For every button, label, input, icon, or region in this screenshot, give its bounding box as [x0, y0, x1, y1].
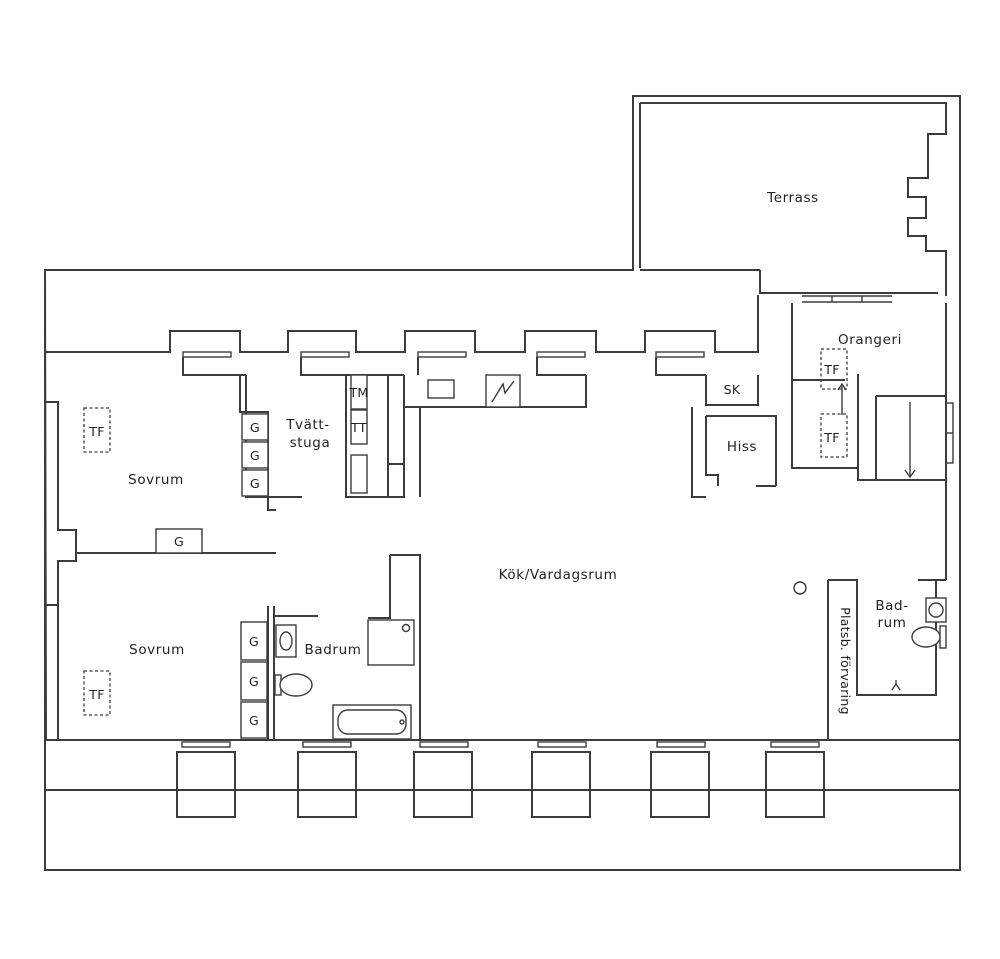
exterior-walls [43, 95, 961, 871]
closet-label: G [174, 534, 184, 549]
label-laundry-1: Tvätt- [285, 417, 330, 433]
dryer-label: TT [350, 420, 367, 435]
label-bedroom-top: Sovrum [128, 472, 184, 488]
terrace-area [639, 102, 947, 303]
closet-label: G [250, 420, 260, 435]
top-dormers [46, 295, 759, 376]
label-elevator: Hiss [727, 439, 757, 455]
bathroom-walls [273, 554, 421, 740]
label-bedroom-bottom: Sovrum [129, 642, 185, 658]
wardrobe-label: TF [823, 430, 839, 445]
wardrobe-label: TF [88, 424, 104, 439]
label-laundry-2: stuga [290, 435, 331, 451]
room-labels: Terrass Orangeri Tvätt- stuga Sovrum Sov… [128, 190, 908, 715]
label-storage: Platsb. förvaring [838, 607, 853, 715]
bottom-dormers [176, 741, 825, 818]
label-kitchen-living: Kök/Vardagsrum [499, 567, 618, 583]
small-bathroom-walls [827, 579, 947, 740]
label-bathroom: Badrum [305, 642, 362, 658]
closet-label: G [249, 634, 259, 649]
label-bathroom-small-1: Bad- [875, 598, 908, 614]
wardrobe-label: TF [88, 687, 104, 702]
wardrobe-label: TF [823, 362, 839, 377]
left-walls [46, 375, 302, 740]
column [793, 581, 807, 595]
closet-label: G [249, 674, 259, 689]
broom-closet-label: SK [724, 382, 741, 397]
orangery-walls [791, 303, 954, 580]
label-terrace: Terrass [766, 190, 819, 206]
label-orangery: Orangeri [838, 332, 902, 348]
fixture-labels: G G G G G G G TF TF TF TF TM TT SK [88, 362, 839, 728]
label-bathroom-small-2: rum [877, 615, 906, 631]
closet-label: G [250, 476, 260, 491]
washer-label: TM [348, 385, 368, 400]
closet-label: G [249, 713, 259, 728]
laundry-walls [345, 374, 777, 498]
closet-label: G [250, 448, 260, 463]
